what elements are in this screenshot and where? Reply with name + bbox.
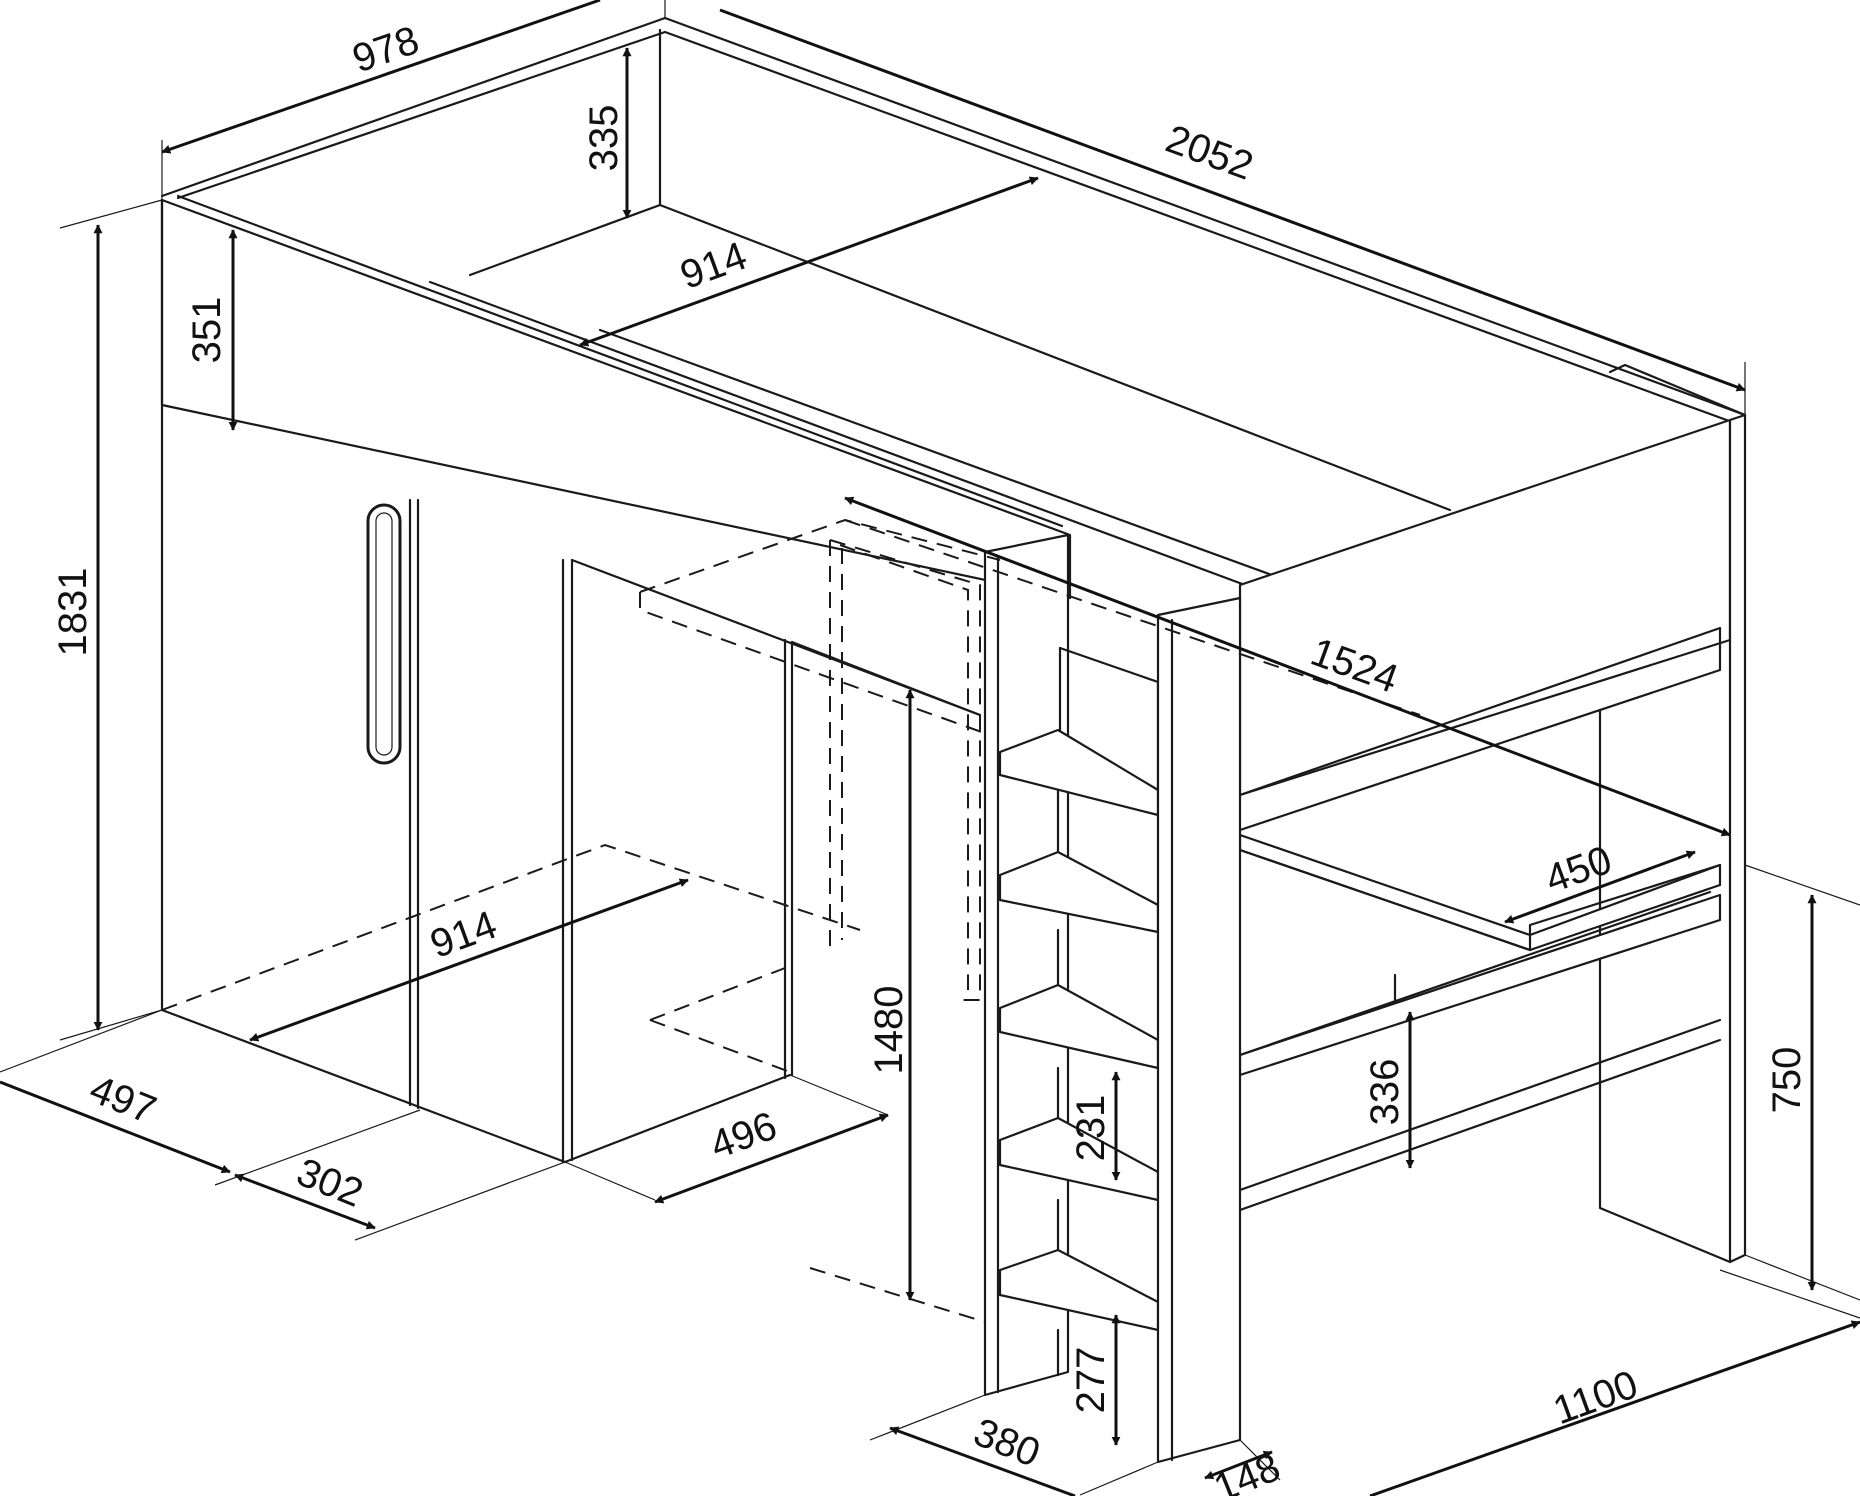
dim-line-1524 [844, 496, 1731, 837]
door-handle [366, 503, 402, 765]
dim-line-496 [654, 1113, 889, 1204]
dim-label-mattress-width: 914 [675, 234, 753, 298]
desk-skirt-2 [1238, 1018, 1722, 1192]
headboard-panel [1238, 418, 1732, 797]
top-right-cap [1608, 363, 1747, 417]
dim-label-under-width: 914 [425, 903, 503, 967]
dim-line-1100 [1369, 1320, 1860, 1496]
dim-label-guard-front: 351 [185, 297, 229, 364]
mattress-edge [468, 203, 662, 277]
dim-label-step-gap: 231 [1069, 1095, 1113, 1162]
dim-label-desk-height: 750 [1765, 1047, 1809, 1114]
dim-line-978 [161, 0, 601, 154]
dim-label-guard-rear: 335 [582, 105, 626, 172]
dim-label-shelf-gap: 336 [1363, 1059, 1407, 1126]
dim-label-wardrobe-depth: 497 [84, 1067, 162, 1133]
wardrobe-bottom [160, 1008, 792, 1164]
dim-label-width-top: 978 [347, 18, 424, 81]
dim-line-148 [1204, 1450, 1273, 1480]
bed-frame [160, 16, 1747, 1464]
desk-skirt [1238, 1038, 1722, 1212]
dim-line-450 [1504, 850, 1696, 924]
dim-label-under-height: 1480 [867, 986, 911, 1075]
dim-label-wardrobe-door: 302 [291, 1150, 369, 1216]
wardrobe-top-line-2 [790, 640, 982, 717]
dim-label-desk-depth: 450 [1540, 838, 1618, 902]
dim-line-380 [889, 1426, 1076, 1496]
dim-label-bottom-step: 277 [1069, 1347, 1113, 1414]
dim-label-ladder-post: 148 [1208, 1445, 1286, 1496]
dim-label-ladder-depth: 380 [968, 1410, 1046, 1476]
back-rail-inner [176, 30, 1734, 424]
right-leg [1728, 413, 1747, 1264]
dim-line-497 [0, 1080, 231, 1174]
door-handle-inner [375, 512, 393, 756]
dim-line-914-top [579, 176, 1039, 347]
front-rim [176, 194, 1064, 528]
dim-label-total-height: 1831 [51, 568, 95, 657]
ladder-right-post [1156, 596, 1242, 1464]
dim-line-302 [234, 1173, 376, 1230]
dim-line-914-bottom [249, 878, 689, 1042]
dimension-labels: 978 2052 335 351 914 1831 1524 450 914 1… [51, 18, 1809, 1496]
right-lower-panel [1598, 1078, 1732, 1264]
dim-label-total-width: 1100 [1548, 1362, 1644, 1433]
front-guard-panel [160, 198, 1072, 600]
dim-line-2052 [719, 8, 1746, 392]
